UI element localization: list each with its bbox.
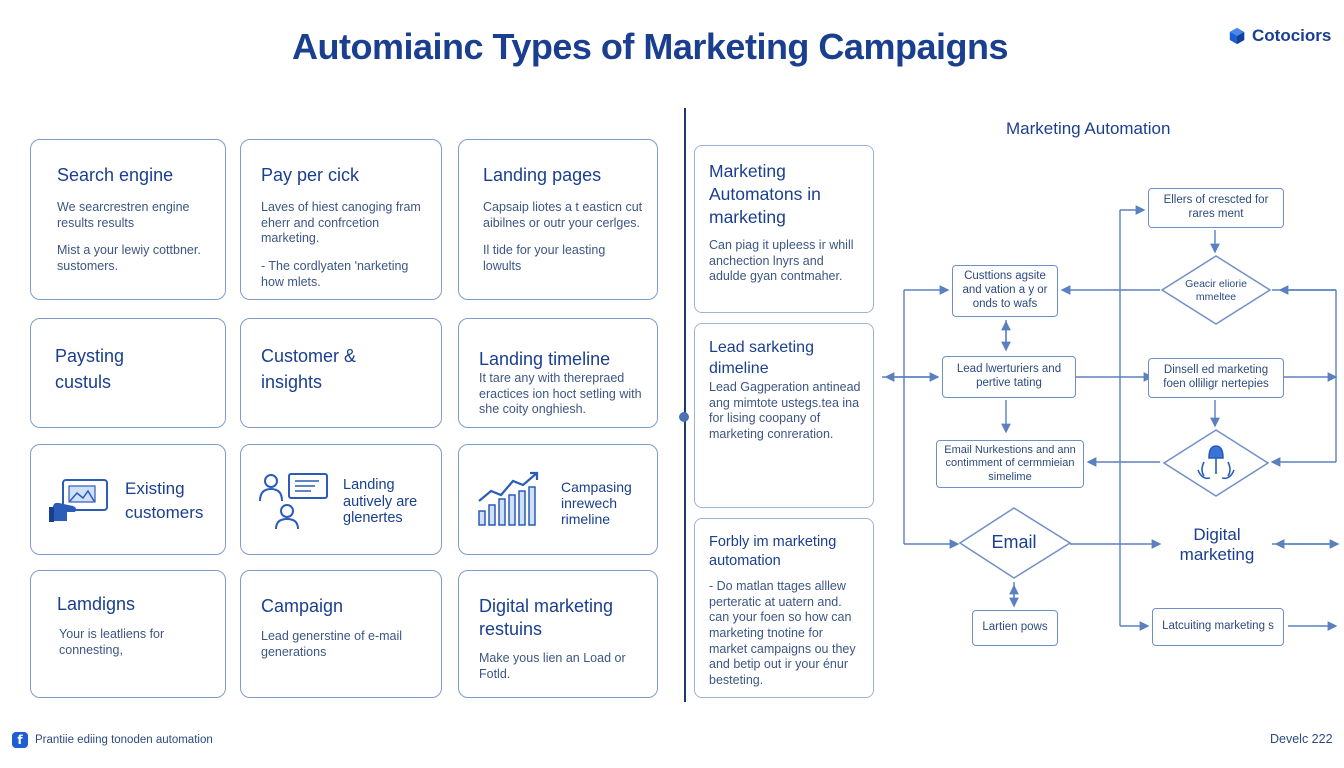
email-diamond <box>958 507 1072 579</box>
people-chat-icon <box>259 473 328 529</box>
flow-node-dinsell[interactable]: Dinsell ed marketing foen olliligr nerte… <box>1148 358 1284 398</box>
card-campaign-timeline[interactable]: Campasing inrewech rimeline <box>458 444 658 555</box>
card-body: Laves of hiest canoging fram eherr and c… <box>261 200 421 289</box>
card-body: It tare any with therepraed eractices io… <box>479 371 642 417</box>
bell-hands-icon <box>1197 445 1235 480</box>
card-title: Pay per cick <box>261 165 360 185</box>
card-title: Digital marketing restuins <box>479 596 614 640</box>
card-body: Lead generstine of e-mail generations <box>261 629 403 659</box>
card-body: We searcrestren engine results results M… <box>57 200 201 273</box>
flow-node-lead[interactable]: Lead lwerturiers and pertive tating <box>942 356 1076 398</box>
brand-name: Cotociors <box>1252 26 1332 45</box>
card-title: Existing customers <box>125 479 204 522</box>
flow-node-lartien[interactable]: Lartien pows <box>972 610 1058 646</box>
flow-node-clients[interactable]: Custtions agsite and vation a y or onds … <box>952 265 1058 317</box>
card-body: Can piag it upleess ir whill anchection … <box>709 238 854 284</box>
card-pay-per-click[interactable]: Pay per cick Laves of hiest canoging fra… <box>240 139 442 300</box>
card-title: Landing timeline <box>479 349 611 369</box>
card-paysting-custuls[interactable]: Paysting custuls <box>30 318 226 428</box>
footer-left: f Prantiie ediing tonoden automation <box>12 732 213 748</box>
cube-logo-icon <box>1229 27 1245 45</box>
vertical-divider <box>684 108 686 702</box>
card-landing-pages[interactable]: Landing pages Capsaip liotes a t easticn… <box>458 139 658 300</box>
card-search-engine[interactable]: Search engine We searcrestren engine res… <box>30 139 226 300</box>
card-landing-timeline[interactable]: Landing timeline It tare any with therep… <box>458 318 658 428</box>
card-title: Lead sarketing dimeline <box>709 339 814 377</box>
card-campaign[interactable]: Campaign Lead generstine of e-mail gener… <box>240 570 442 698</box>
card-existing-customers[interactable]: Existing customers <box>30 444 226 555</box>
card-title: Marketing Automatons in marketing <box>709 161 821 227</box>
card-title: Landing pages <box>483 165 602 185</box>
card-title: Campaign <box>261 596 344 616</box>
card-digital-marketing[interactable]: Digital marketing restuins Make yous lie… <box>458 570 658 698</box>
flow-node-latcuiting[interactable]: Latcuiting marketing s <box>1152 608 1284 646</box>
search-diamond <box>1160 255 1272 325</box>
card-marketing-automations[interactable]: Marketing Automatons in marketing Can pi… <box>694 145 874 313</box>
flow-node-top[interactable]: Ellers of crescted for rares ment <box>1148 188 1284 228</box>
flow-title: Marketing Automation <box>1006 119 1171 138</box>
monitor-hand-icon <box>49 479 108 522</box>
divider-dot <box>679 412 689 422</box>
footer-left-text: Prantiie ediing tonoden automation <box>35 734 213 746</box>
card-lamdigns[interactable]: Lamdigns Your is leatliens for connestin… <box>30 570 226 698</box>
card-body: - Do matlan ttages alllew perteratic at … <box>709 579 856 687</box>
card-body: Your is leatliens for connesting, <box>59 627 165 657</box>
footer-right: Develc 222 <box>1270 732 1333 746</box>
card-body: Lead Gagperation antinead ang mimtote us… <box>709 380 861 441</box>
card-customer-insights[interactable]: Customer & insights <box>240 318 442 428</box>
bar-chart-growth-icon <box>478 471 539 526</box>
card-title: Paysting custuls <box>55 346 125 393</box>
card-body: Capsaip liotes a t easticn cut aibilnes … <box>483 200 643 273</box>
card-body: Make yous lien an Load or Fotld. <box>479 651 626 681</box>
card-formly-automation[interactable]: Forbly im marketing automation - Do matl… <box>694 518 874 698</box>
page-title: Automiainc Types of Marketing Campaigns <box>292 26 1008 67</box>
card-title: Customer & insights <box>261 346 357 393</box>
facebook-icon[interactable]: f <box>12 732 28 748</box>
card-title: Campasing inrewech rimeline <box>561 479 632 528</box>
card-title: Landing autively are glenertes <box>343 477 418 527</box>
card-lead-marketing[interactable]: Lead sarketing dimeline Lead Gagperation… <box>694 323 874 508</box>
brand-logo[interactable]: Cotociors <box>1228 26 1331 46</box>
flow-node-email-nurture[interactable]: Email Nurkestions and ann contimment of … <box>936 440 1084 488</box>
card-landing-actively[interactable]: Landing autively are glenertes <box>240 444 442 555</box>
flow-diamond-search-label: Geacir eliorie mmeltee <box>1185 278 1247 303</box>
card-title: Search engine <box>57 165 174 185</box>
flow-node-digital-marketing[interactable]: Digital marketing <box>1179 524 1255 564</box>
card-title: Forbly im marketing automation <box>709 534 837 569</box>
card-title: Lamdigns <box>57 594 136 614</box>
flow-diamond-email-label[interactable]: Email <box>991 532 1037 553</box>
